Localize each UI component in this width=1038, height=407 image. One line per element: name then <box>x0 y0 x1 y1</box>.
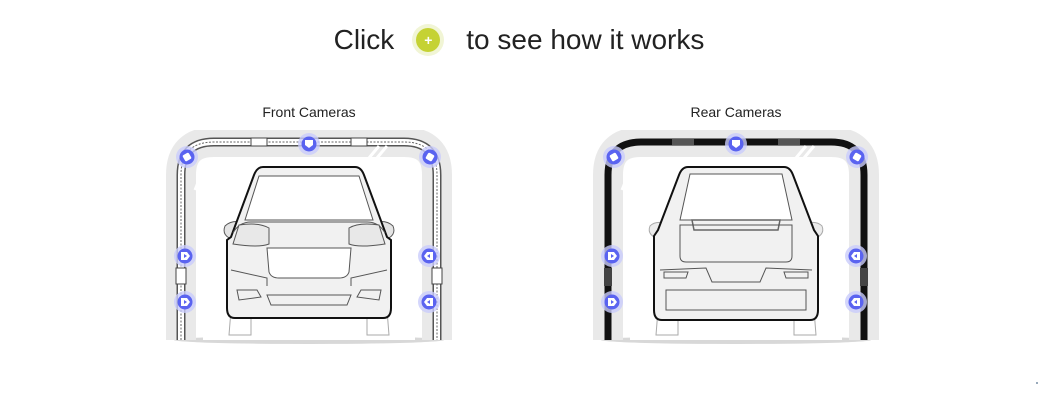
rear-cameras-diagram <box>593 130 879 344</box>
camera-top-left[interactable] <box>176 146 198 168</box>
front-cameras-panel: Front Cameras <box>159 100 459 350</box>
camera-top-right[interactable] <box>846 146 868 168</box>
camera-left-upper[interactable] <box>174 245 196 267</box>
camera-top-right[interactable] <box>419 146 441 168</box>
camera-top-center[interactable] <box>298 133 320 155</box>
camera-right-upper[interactable] <box>418 245 440 267</box>
camera-markers <box>174 133 441 313</box>
camera-right-lower[interactable] <box>418 291 440 313</box>
headline-text-after: to see how it works <box>466 24 705 55</box>
front-cameras-diagram <box>166 130 452 344</box>
plus-icon: + <box>416 28 441 52</box>
camera-left-upper[interactable] <box>601 245 623 267</box>
car-front-illustration <box>223 166 395 336</box>
how-it-works-button[interactable]: + <box>412 24 445 56</box>
panel-title: Front Cameras <box>262 104 356 120</box>
camera-markers <box>601 133 868 313</box>
rear-cameras-panel: Rear Cameras <box>586 100 886 350</box>
camera-left-lower[interactable] <box>601 291 623 313</box>
headline-text-before: Click <box>333 24 395 55</box>
camera-top-left[interactable] <box>603 146 625 168</box>
camera-right-lower[interactable] <box>845 291 867 313</box>
panel-title: Rear Cameras <box>690 104 782 120</box>
camera-left-lower[interactable] <box>174 291 196 313</box>
decorative-dot <box>1036 382 1038 384</box>
instruction-headline: Click + to see how it works <box>0 20 1038 60</box>
camera-top-center[interactable] <box>725 133 747 155</box>
camera-right-upper[interactable] <box>845 245 867 267</box>
car-rear-illustration <box>648 166 824 336</box>
